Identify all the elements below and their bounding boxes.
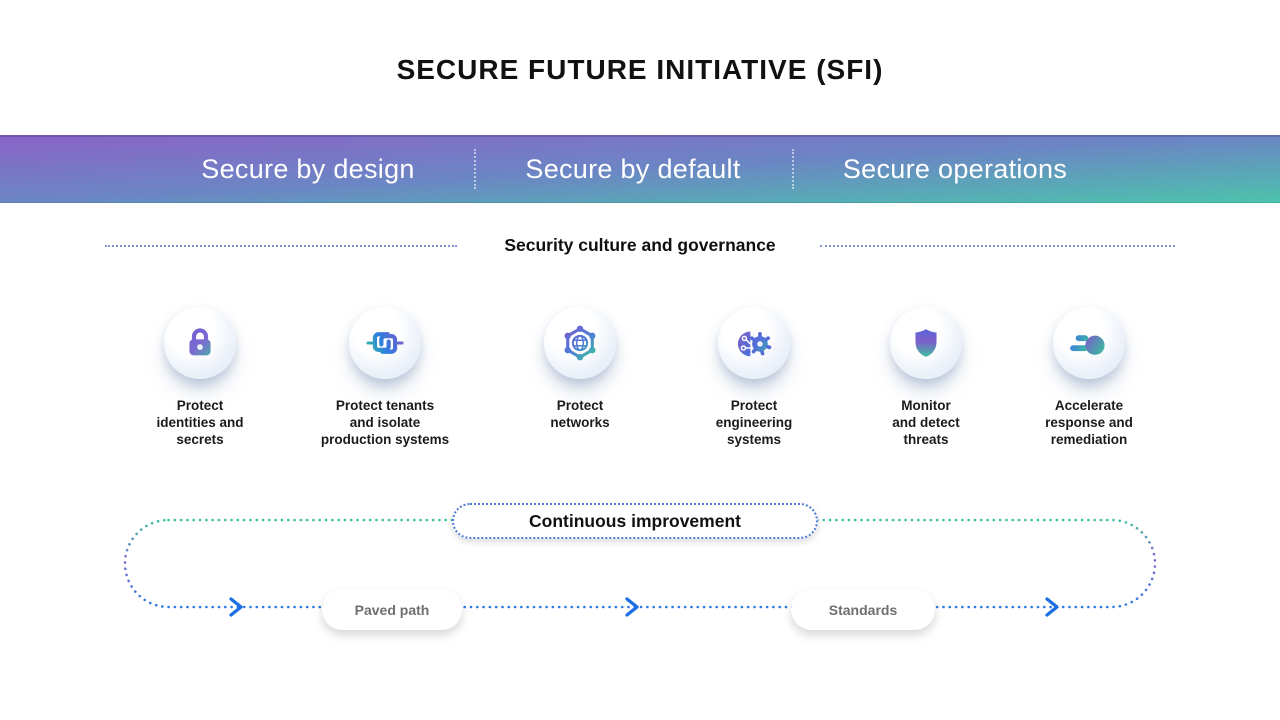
speeding-dot-icon (1053, 307, 1125, 379)
loop-arrow-icon (1045, 597, 1059, 617)
pillar-accelerate-response: Accelerate response and remediation (1014, 307, 1164, 448)
loop-arrow-icon (625, 597, 639, 617)
banner-item-secure-operations: Secure operations (842, 153, 1068, 184)
standards-pill: Standards (791, 589, 935, 630)
pillar-protect-identities: Protect identities and secrets (125, 307, 275, 448)
interlocked-tenants-icon (349, 307, 421, 379)
pillar-label: Protect identities and secrets (156, 398, 244, 447)
interlocked-tenants-icon-glyph (366, 332, 404, 354)
paved-path-pill: Paved path (322, 589, 462, 630)
pillar-label: Protect engineering systems (715, 398, 793, 447)
lock-icon-glyph (189, 328, 211, 356)
banner-divider (474, 149, 476, 189)
brain-gear-icon-glyph (737, 331, 772, 357)
banner-item-secure-by-default: Secure by default (525, 153, 741, 184)
pillar-label: Protect networks (550, 398, 610, 430)
speeding-dot-icon-glyph (1070, 335, 1105, 355)
pillar-protect-tenants: Protect tenants and isolate production s… (310, 307, 460, 448)
shield-icon (890, 307, 962, 379)
lock-icon (164, 307, 236, 379)
pillar-label: Protect tenants and isolate production s… (320, 398, 450, 447)
banner: Secure by design Secure by default Secur… (0, 135, 1280, 203)
banner-item-secure-by-design: Secure by design (201, 153, 415, 184)
network-globe-icon-glyph (564, 325, 596, 361)
continuous-improvement-pill: Continuous improvement (452, 503, 818, 539)
brain-gear-icon (718, 307, 790, 379)
pillar-protect-networks: Protect networks (505, 307, 655, 431)
pillar-protect-engineering: Protect engineering systems (679, 307, 829, 448)
pillar-monitor-threats: Monitor and detect threats (851, 307, 1001, 448)
shield-icon-glyph (915, 329, 937, 357)
pillar-label: Monitor and detect threats (892, 398, 960, 447)
banner-divider (792, 149, 794, 189)
network-globe-icon (544, 307, 616, 379)
pillar-label: Accelerate response and remediation (1045, 398, 1133, 447)
loop-arrow-icon (229, 597, 243, 617)
governance-dotted-line-left (105, 245, 457, 247)
page-title: SECURE FUTURE INITIATIVE (SFI) (396, 54, 884, 85)
governance-dotted-line-right (820, 245, 1175, 247)
governance-label: Security culture and governance (504, 235, 776, 255)
